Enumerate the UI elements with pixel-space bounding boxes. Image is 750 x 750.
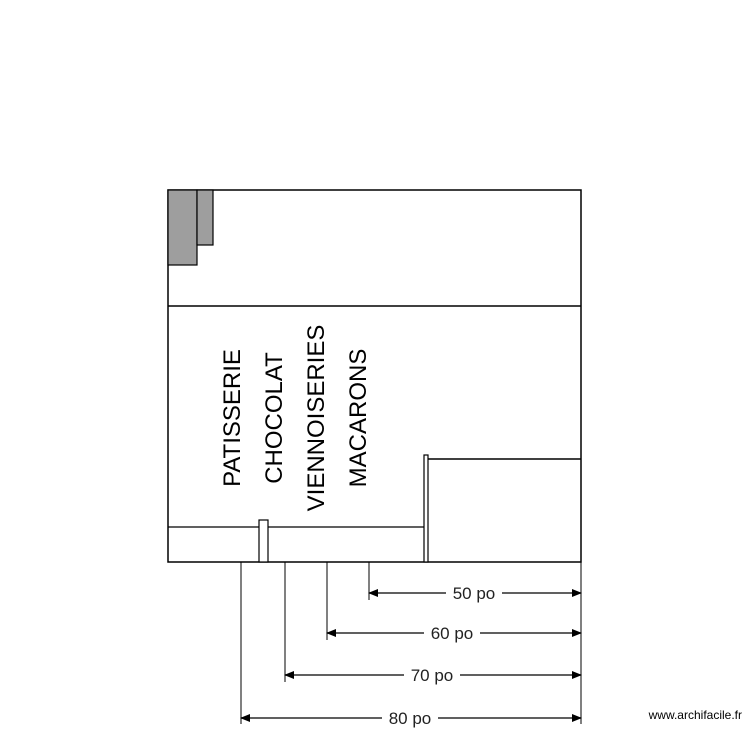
dimension-label-bg-50 (446, 584, 502, 602)
label-macarons: MACARONS (345, 349, 372, 488)
grey-fixture-small (196, 189, 214, 246)
dimension-label-50: 50 po (453, 584, 496, 603)
dimension-label-80: 80 po (389, 709, 432, 728)
dimension-label-bg-60 (424, 624, 480, 642)
label-chocolat: CHOCOLAT (261, 352, 288, 484)
watermark: www.archifacile.fr (648, 708, 742, 722)
label-viennoiseries: VIENNOISERIES (303, 325, 330, 512)
partition-wall (423, 454, 429, 563)
label-patisserie: PATISSERIE (219, 349, 246, 487)
counter-post (258, 519, 269, 563)
dimension-label-bg-70 (404, 666, 460, 684)
dimension-label-bg-80 (382, 709, 438, 727)
dimension-label-70: 70 po (411, 666, 454, 685)
dimension-label-60: 60 po (431, 624, 474, 643)
grey-fixture-large (167, 189, 198, 266)
outer-wall (167, 189, 582, 563)
